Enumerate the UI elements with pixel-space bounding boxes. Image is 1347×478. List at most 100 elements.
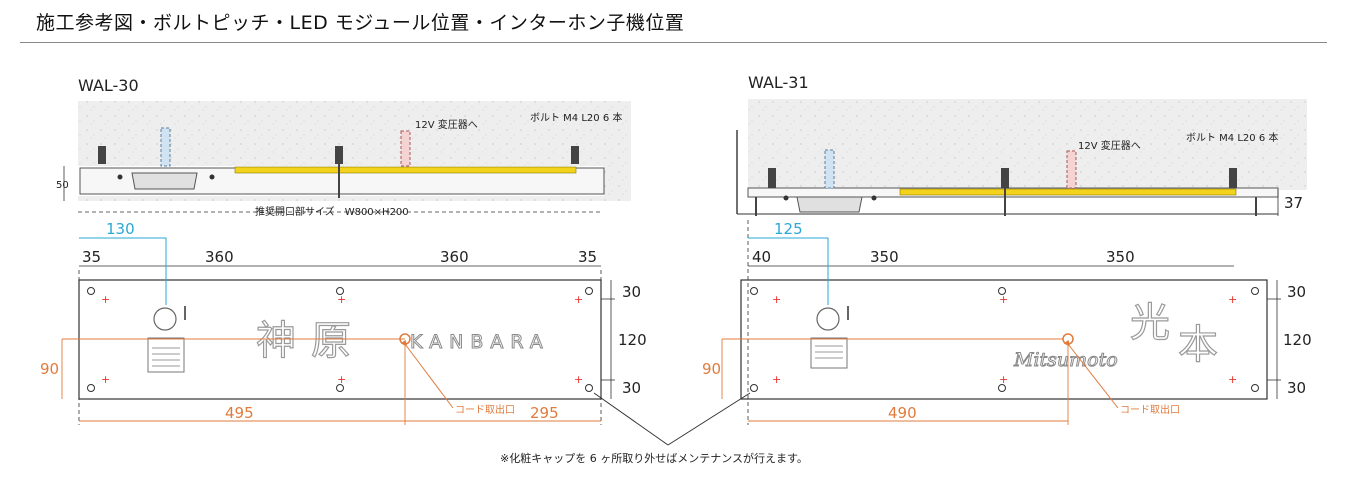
wal-30-anchor-bolts <box>98 146 579 198</box>
anchor-bolt-icon <box>98 146 106 164</box>
bolt-hole-icon <box>1251 384 1259 392</box>
footnote-leader-left <box>593 392 669 446</box>
bolt-hole-icon <box>585 287 593 295</box>
wal-30-intercom-dim-line <box>79 237 167 305</box>
wal-31-concrete-wall <box>748 99 1307 190</box>
anchor-bolt-icon <box>1229 168 1237 188</box>
wal-30-pitch-4: 35 <box>578 248 597 266</box>
wal-31-model-label: WAL-31 <box>748 73 809 92</box>
wal-30-brand-latin: KANBARA <box>410 331 550 353</box>
wal-31-brand-latin: Mitsumoto <box>1013 349 1118 371</box>
bolt-hole-icon <box>1251 287 1259 295</box>
wal-30-screw-cap-icon <box>117 174 123 180</box>
footnote-leader-right <box>667 392 751 446</box>
wal-30-led-module <box>234 166 577 174</box>
wal-30-power-cable-icon <box>400 130 411 167</box>
bolt-hole-icon <box>750 384 758 392</box>
wal-30-bolt-note: ボルト M4 L20 6 本 <box>530 111 622 124</box>
bolt-hole-icon <box>87 384 95 392</box>
anchor-bolt-icon <box>768 168 776 188</box>
led-marker-icon: + <box>574 293 583 306</box>
wal-31-bolt-note: ボルト M4 L20 6 本 <box>1186 131 1278 144</box>
wal-31-power-cable-icon <box>1066 150 1077 189</box>
wal-31-transformer-note: 12V 変圧器へ <box>1078 139 1141 152</box>
title-rule <box>20 42 1327 43</box>
led-marker-icon: + <box>999 293 1008 306</box>
page-title: 施工参考図・ボルトピッチ・LED モジュール位置・インターホン子機位置 <box>36 12 685 34</box>
led-marker-icon: + <box>337 293 346 306</box>
bolt-hole-icon <box>750 287 758 295</box>
led-marker-icon: + <box>574 373 583 386</box>
wal-31-vpitch-2: 120 <box>1283 331 1312 349</box>
wal-31-anchor-bolts <box>755 168 1257 216</box>
bolt-hole-icon <box>336 384 344 392</box>
wal-31-intercom-dim-line <box>748 237 829 305</box>
camera-icon <box>153 307 177 331</box>
wal-30-pitch-2: 360 <box>205 248 234 266</box>
wal-31-cord-outlet-icon <box>1062 333 1074 345</box>
wal-30-vpitch-3: 30 <box>622 379 641 397</box>
led-marker-icon: + <box>337 373 346 386</box>
bolt-hole-icon <box>998 384 1006 392</box>
wal-31-cord-height: 90 <box>702 360 721 378</box>
led-marker-icon: + <box>1228 293 1237 306</box>
wal-30-cord-leader <box>400 339 454 409</box>
wal-30-cord-x-right: 295 <box>530 404 559 422</box>
wal-31-pitch-3: 350 <box>1106 248 1135 266</box>
wal-30-transformer-note: 12V 変圧器へ <box>415 118 478 131</box>
speaker-grille-icon <box>810 337 848 369</box>
wal-31-brand-kanji-1: 光 <box>1130 300 1170 346</box>
led-marker-icon: + <box>101 373 110 386</box>
wal-30-wall-section: 12V 変圧器へ ボルト M4 L20 6 本 50 推奨開口部サイズ W800… <box>56 101 631 218</box>
bolt-hole-icon <box>585 384 593 392</box>
wal-30-pitch-3: 360 <box>440 248 469 266</box>
anchor-bolt-icon <box>335 146 343 164</box>
led-marker-icon: + <box>772 293 781 306</box>
wal-31-cord-x-left: 490 <box>888 404 917 422</box>
wal-31-intercom-unit <box>796 196 863 213</box>
wal-30-brand-kanji-1: 神 <box>256 318 296 364</box>
wal-31-intercom-cable-icon <box>824 149 835 189</box>
bolt-hole-icon <box>998 287 1006 295</box>
wal-31-vpitch-3: 30 <box>1287 379 1306 397</box>
wal-30-intercom-outline <box>147 306 186 373</box>
wal-31-front-view: 40 350 350 125 + + + + + + <box>702 220 1312 425</box>
wal-31-screw-cap-icon <box>783 195 789 201</box>
wal-30-wall-thickness: 50 <box>56 180 69 191</box>
mic-icon <box>847 306 849 320</box>
wal-31-wall-thickness: 37 <box>1284 194 1303 212</box>
wal-30-vpitch-1: 30 <box>622 283 641 301</box>
bolt-hole-icon <box>336 287 344 295</box>
wal-30-intercom-unit <box>131 172 198 190</box>
wal-30-pitch-1: 35 <box>82 248 101 266</box>
led-marker-icon: + <box>1228 373 1237 386</box>
wal-31-pitch-1: 40 <box>752 248 771 266</box>
anchor-bolt-icon <box>571 146 579 164</box>
wal-30-opening-note: 推奨開口部サイズ W800×H200 <box>255 205 409 218</box>
speaker-grille-icon <box>147 337 185 373</box>
footnote-leaders <box>593 392 751 446</box>
wal-30-brand-kanji-2: 原 <box>311 318 351 364</box>
wal-31-cord-leader <box>1063 339 1119 409</box>
led-marker-icon: + <box>999 373 1008 386</box>
wal-30-cord-height: 90 <box>40 360 59 378</box>
led-marker-icon: + <box>772 373 781 386</box>
wal-30-bolt-holes: + + + + + + <box>87 287 593 392</box>
wal-31-intercom-outline <box>810 306 849 369</box>
wal-31-wall-section: 12V 変圧器へ ボルト M4 L20 6 本 37 <box>736 99 1307 216</box>
mic-icon <box>184 306 186 320</box>
wal-30-screw-cap-icon <box>209 174 215 180</box>
wal-30-front-view: 35 360 360 35 130 + + + + + + <box>40 220 647 425</box>
wal-31-brand-kanji-2: 本 <box>1178 322 1218 368</box>
wal-31-screw-cap-icon <box>871 195 877 201</box>
bolt-hole-icon <box>87 287 95 295</box>
wal-30-model-label: WAL-30 <box>78 76 139 95</box>
wal-31-led-module <box>899 188 1237 196</box>
wal-30-cord-x-left: 495 <box>225 404 254 422</box>
wal-30-vpitch-2: 120 <box>618 331 647 349</box>
wal-31-bolt-holes: + + + + + + <box>750 287 1259 392</box>
wal-31-drawing: WAL-31 12V 変圧器へ ボルト M4 L20 6 本 <box>702 73 1312 425</box>
camera-icon <box>816 307 840 331</box>
anchor-bolt-icon <box>1001 168 1009 188</box>
